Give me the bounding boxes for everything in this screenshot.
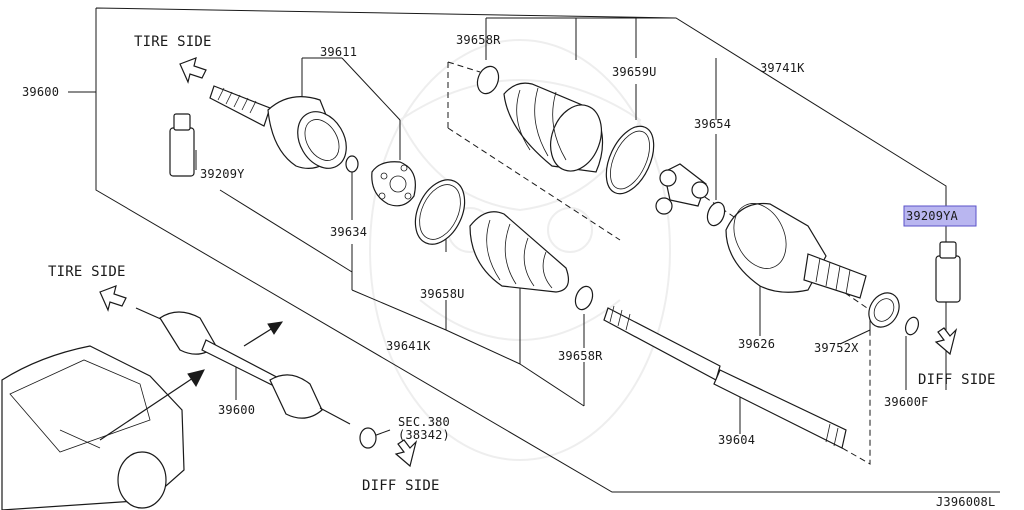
label-tire-side-left: TIRE SIDE — [48, 264, 126, 280]
drive-shaft[interactable] — [603, 305, 847, 449]
arrow-tire-side-left — [99, 285, 127, 312]
arrow-direction-vehicle — [99, 369, 205, 441]
label-39600-top[interactable]: 39600 — [22, 85, 59, 99]
boot-inner[interactable] — [503, 82, 610, 178]
boot-kit-frame — [485, 17, 676, 60]
highlighted-part-box — [903, 205, 977, 227]
boot-band-39659u[interactable] — [597, 119, 664, 201]
boot-band-small-upper[interactable] — [474, 63, 502, 96]
grease-tube-left[interactable] — [169, 113, 195, 177]
label-39658r-bottom[interactable]: 39658R — [558, 349, 603, 363]
label-39634[interactable]: 39634 — [330, 225, 367, 239]
label-39600-bottom[interactable]: 39600 — [218, 403, 255, 417]
oil-seal-39752x[interactable] — [863, 287, 905, 332]
label-diff-side-bottom: DIFF SIDE — [362, 478, 440, 494]
label-39604[interactable]: 39604 — [718, 433, 755, 447]
label-39209y[interactable]: 39209Y — [200, 167, 245, 181]
vehicle-outline — [1, 345, 185, 510]
snap-ring-39654[interactable] — [704, 200, 727, 228]
label-39600f[interactable]: 39600F — [884, 395, 929, 409]
label-diff-side-right: DIFF SIDE — [918, 372, 996, 388]
shaft-kit-dashed-box — [447, 61, 871, 465]
label-39658r-top[interactable]: 39658R — [456, 33, 501, 47]
circlip-39600f[interactable] — [903, 315, 920, 336]
label-39209ya[interactable]: 39209YA — [906, 209, 959, 223]
inner-housing[interactable] — [724, 195, 867, 299]
circlip-39634[interactable] — [345, 155, 359, 173]
tripod-joint[interactable] — [655, 163, 709, 215]
complete-axle-assembly[interactable] — [135, 307, 351, 425]
boot-outer[interactable] — [469, 211, 569, 293]
label-sec-ref[interactable]: SEC.380 — [398, 415, 450, 429]
label-39658u[interactable]: 39658U — [420, 287, 465, 301]
label-39659u[interactable]: 39659U — [612, 65, 657, 79]
diagram-code: J396008L — [936, 495, 995, 509]
label-39752x[interactable]: 39752X — [814, 341, 859, 355]
arrow-diff-side-bottom — [394, 439, 418, 468]
label-39626[interactable]: 39626 — [738, 337, 775, 351]
label-tire-side-top: TIRE SIDE — [134, 34, 212, 50]
arrow-diff-side-right — [934, 327, 958, 356]
label-39641k[interactable]: 39641K — [386, 339, 431, 353]
outer-cv-joint[interactable] — [209, 85, 356, 177]
ball-cage[interactable] — [371, 161, 416, 207]
boot-band-large[interactable] — [406, 172, 475, 252]
label-sec-ref-sub: (38342) — [398, 428, 450, 442]
boot-band-small-lower[interactable] — [572, 284, 595, 312]
assembly-frame — [95, 7, 1000, 493]
arrow-direction-assembly — [243, 321, 284, 347]
label-39741k[interactable]: 39741K — [760, 61, 805, 75]
arrow-tire-side-top — [179, 57, 207, 84]
leader-lines — [68, 18, 947, 439]
label-39654[interactable]: 39654 — [694, 117, 731, 131]
seal-sec-380[interactable] — [359, 427, 377, 449]
grease-tube-right[interactable] — [935, 241, 961, 303]
label-39611[interactable]: 39611 — [320, 45, 357, 59]
